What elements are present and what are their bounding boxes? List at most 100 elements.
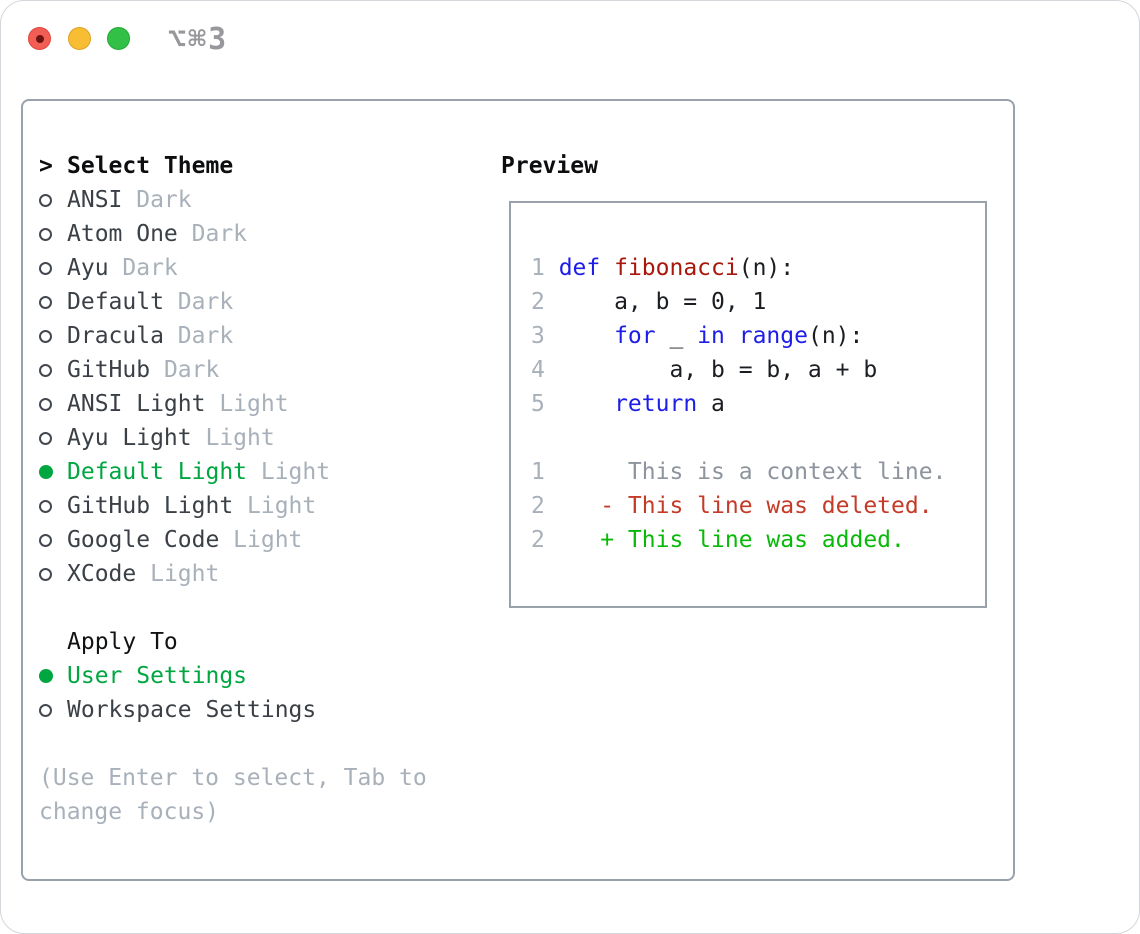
settings-panel: > Select Theme ANSI Dark Atom One Dark A… bbox=[21, 99, 1015, 881]
preview-header-row: Preview bbox=[501, 149, 598, 183]
marker-cell bbox=[39, 561, 67, 587]
preview-box: 1 def fibonacci(n): 2 a, b = 0, 1 3 for _… bbox=[509, 201, 987, 608]
radio-icon bbox=[39, 568, 52, 581]
marker-cell bbox=[39, 493, 67, 519]
theme-variant-tag: Dark bbox=[177, 289, 234, 315]
code-line-text: a, b = 0, 1 bbox=[558, 289, 767, 315]
theme-variant-tag: Light bbox=[233, 527, 303, 553]
apply-to-option-label: Workspace Settings bbox=[67, 697, 317, 723]
window-shortcut-label: ⌥⌘3 bbox=[168, 22, 229, 57]
diff-line-context: 1 This is a context line. bbox=[531, 455, 985, 489]
unsaved-changes-indicator-icon bbox=[35, 34, 44, 43]
theme-variant-tag: Light bbox=[205, 425, 275, 451]
theme-option[interactable]: Default Dark bbox=[39, 285, 485, 319]
line-number: 2 bbox=[531, 493, 545, 519]
marker-cell bbox=[39, 459, 67, 485]
radio-icon bbox=[39, 330, 52, 343]
diff-line-deleted: 2 - This line was deleted. bbox=[531, 489, 985, 523]
line-number: 4 bbox=[531, 357, 545, 383]
theme-option[interactable]: GitHub Dark bbox=[39, 353, 485, 387]
theme-option[interactable]: Atom One Dark bbox=[39, 217, 485, 251]
code-line: 5 return a bbox=[531, 387, 985, 421]
theme-name: Default bbox=[67, 289, 164, 315]
theme-variant-tag: Dark bbox=[122, 255, 178, 281]
chevron-right-icon: > bbox=[39, 153, 53, 179]
window-titlebar: ⌥⌘3 bbox=[1, 1, 1139, 77]
theme-option[interactable]: Ayu Light Light bbox=[39, 421, 485, 455]
theme-variant-tag: Light bbox=[150, 561, 220, 587]
theme-picker: > Select Theme ANSI Dark Atom One Dark A… bbox=[39, 149, 485, 829]
theme-option[interactable]: Ayu Dark bbox=[39, 251, 485, 285]
marker-cell bbox=[39, 221, 67, 247]
code-preview: 1 def fibonacci(n): 2 a, b = 0, 1 3 for _… bbox=[511, 203, 985, 557]
line-number: 1 bbox=[531, 459, 545, 485]
theme-variant-tag: Light bbox=[247, 493, 317, 519]
theme-name: Atom One bbox=[67, 221, 178, 247]
radio-icon bbox=[39, 364, 52, 377]
marker-cell bbox=[39, 357, 67, 383]
apply-to-list: User Settings Workspace Settings bbox=[39, 659, 485, 727]
theme-name: Ayu Light bbox=[67, 425, 192, 451]
radio-icon bbox=[39, 465, 53, 479]
line-number: 2 bbox=[531, 527, 545, 553]
theme-option[interactable]: XCode Light bbox=[39, 557, 485, 591]
minimize-button[interactable] bbox=[68, 27, 91, 50]
gap bbox=[39, 727, 485, 761]
theme-name: Ayu bbox=[67, 255, 109, 281]
theme-option[interactable]: Google Code Light bbox=[39, 523, 485, 557]
line-number: 1 bbox=[531, 255, 545, 281]
radio-icon bbox=[39, 534, 52, 547]
code-line: 3 for _ in range(n): bbox=[531, 319, 985, 353]
radio-icon bbox=[39, 704, 52, 717]
diff-line-added: 2 + This line was added. bbox=[531, 523, 985, 557]
theme-variant-tag: Dark bbox=[191, 221, 248, 247]
marker-cell bbox=[39, 527, 67, 553]
code-line: 4 a, b = b, a + b bbox=[531, 353, 985, 387]
theme-variant-tag: Light bbox=[219, 391, 289, 417]
maximize-button[interactable] bbox=[107, 27, 130, 50]
close-button[interactable] bbox=[28, 27, 51, 50]
theme-option[interactable]: ANSI Dark bbox=[39, 183, 485, 217]
apply-to-option-label: User Settings bbox=[67, 663, 248, 689]
marker-cell bbox=[39, 289, 67, 315]
theme-variant-tag: Light bbox=[260, 459, 331, 485]
code-line-text: def fibonacci(n): bbox=[558, 255, 795, 281]
radio-icon bbox=[39, 398, 52, 411]
marker-cell bbox=[39, 391, 67, 417]
marker-cell bbox=[39, 425, 67, 451]
code-line-text: - This line was deleted. bbox=[558, 493, 933, 519]
marker-cell bbox=[39, 323, 67, 349]
theme-name: Dracula bbox=[67, 323, 164, 349]
apply-to-option[interactable]: User Settings bbox=[39, 659, 485, 693]
theme-name: GitHub bbox=[67, 357, 151, 383]
apply-to-option[interactable]: Workspace Settings bbox=[39, 693, 485, 727]
code-line-text: This is a context line. bbox=[558, 459, 947, 485]
preview-title: Preview bbox=[501, 153, 598, 179]
apply-to-header-row: Apply To bbox=[39, 625, 485, 659]
code-line: 2 a, b = 0, 1 bbox=[531, 285, 985, 319]
code-line: 1 def fibonacci(n): bbox=[531, 251, 985, 285]
blank-line bbox=[531, 421, 985, 455]
theme-name: Google Code bbox=[67, 527, 220, 553]
marker-cell bbox=[39, 187, 67, 213]
theme-option[interactable]: ANSI Light Light bbox=[39, 387, 485, 421]
theme-option[interactable]: Dracula Dark bbox=[39, 319, 485, 353]
theme-option[interactable]: GitHub Light Light bbox=[39, 489, 485, 523]
code-line-text: for _ in range(n): bbox=[614, 323, 864, 349]
line-number: 3 bbox=[531, 323, 545, 349]
theme-name: XCode bbox=[67, 561, 137, 587]
theme-name: Default Light bbox=[67, 459, 248, 485]
radio-icon bbox=[39, 228, 52, 241]
help-text: (Use Enter to select, Tab to change focu… bbox=[39, 765, 427, 825]
radio-icon bbox=[39, 432, 52, 445]
preview-section: Preview bbox=[501, 149, 598, 183]
radio-icon bbox=[39, 194, 52, 207]
radio-icon bbox=[39, 669, 53, 683]
gap bbox=[39, 591, 485, 625]
theme-variant-tag: Dark bbox=[136, 187, 192, 213]
marker-cell bbox=[39, 697, 67, 723]
theme-name: ANSI bbox=[67, 187, 123, 213]
theme-option[interactable]: Default Light Light bbox=[39, 455, 485, 489]
radio-icon bbox=[39, 296, 52, 309]
code-line-text: return a bbox=[614, 391, 725, 417]
